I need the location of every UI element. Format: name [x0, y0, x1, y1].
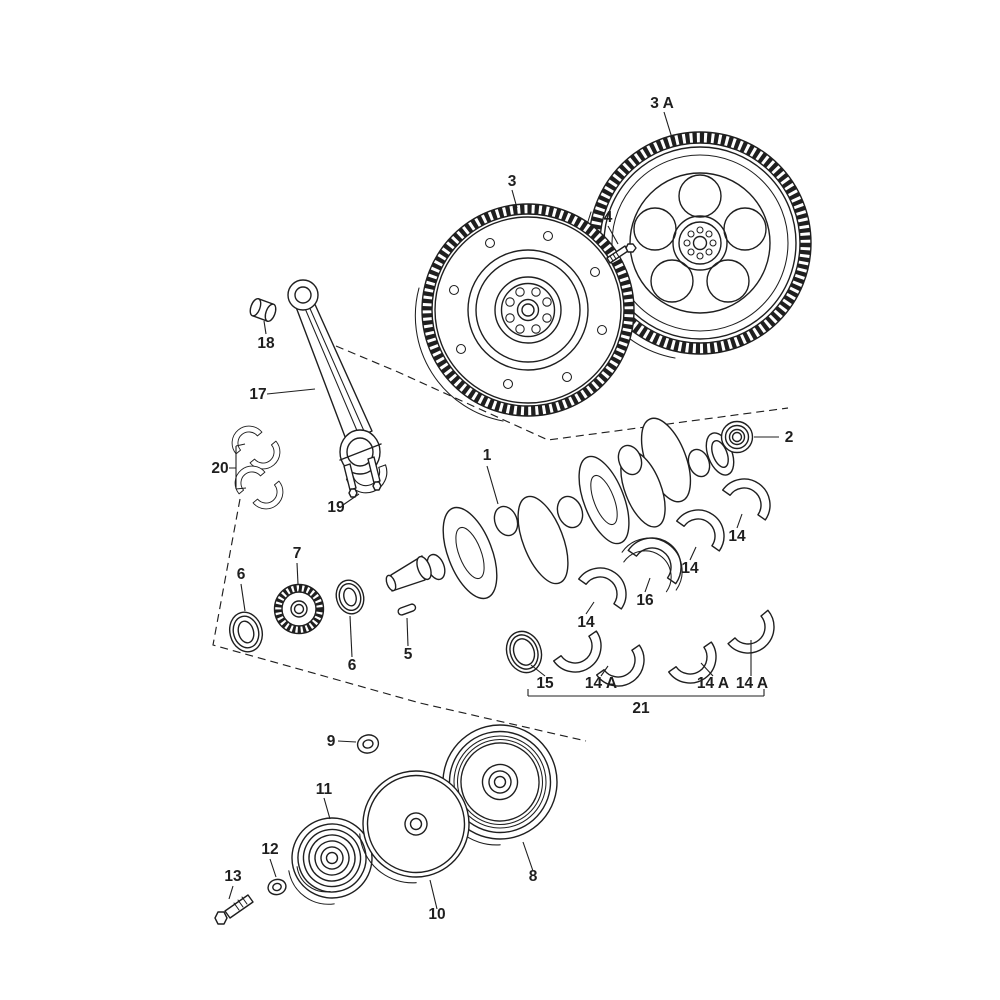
part-label-14-3: 14	[577, 614, 595, 631]
rod-bushing-drawing	[249, 297, 277, 323]
washer-12-drawing	[267, 878, 287, 896]
thrust-bearing-shell-drawing	[621, 537, 683, 593]
part-label-18: 18	[257, 335, 275, 352]
part-label-3a: 3 A	[650, 95, 674, 112]
connecting-rod-drawing	[287, 279, 394, 500]
part-label-6-1: 6	[237, 566, 246, 583]
part-label-19: 19	[327, 499, 345, 516]
seal-ring-left-drawing	[229, 611, 263, 653]
part-labels: 3 A 3 4 18 17 20 19 1 2 14 14 16 14 6 7 …	[211, 95, 793, 923]
part-label-14a-3: 14 A	[736, 675, 768, 692]
part-label-5: 5	[404, 646, 413, 663]
part-label-21: 21	[632, 700, 650, 717]
seal-ring-right-drawing	[335, 579, 365, 615]
pulley-disc-drawing	[359, 770, 470, 884]
vibration-damper-drawing	[288, 817, 373, 905]
pilot-bearing-drawing	[720, 420, 754, 454]
flywheel-drawing	[414, 203, 635, 422]
part-label-16: 16	[636, 592, 654, 609]
part-label-12: 12	[261, 841, 278, 858]
part-label-8: 8	[529, 868, 538, 885]
part-label-14a-2: 14 A	[697, 675, 729, 692]
rod-bolt	[343, 463, 357, 491]
part-label-14-1: 14	[728, 528, 746, 545]
part-label-6-2: 6	[348, 657, 357, 674]
crankshaft-drawing	[385, 417, 735, 600]
part-label-14a-1: 14 A	[585, 675, 617, 692]
washer-9-drawing	[356, 734, 380, 754]
bracket-21	[527, 689, 765, 697]
part-label-15: 15	[536, 675, 554, 692]
part-label-10: 10	[428, 906, 445, 923]
woodruff-key-drawing	[397, 603, 417, 616]
pulley-bolt-drawing	[214, 894, 254, 925]
part-label-17: 17	[249, 386, 266, 403]
part-label-1: 1	[483, 447, 492, 464]
leader-lines	[228, 111, 779, 910]
part-label-13: 13	[224, 868, 242, 885]
main-bearing-shells-upper-drawing	[578, 468, 781, 610]
part-label-14-2: 14	[681, 560, 699, 577]
part-label-9: 9	[327, 733, 336, 750]
part-label-4: 4	[604, 209, 613, 226]
radial-seal-drawing	[505, 630, 543, 674]
crank-gear-drawing	[273, 583, 325, 635]
part-label-20: 20	[211, 460, 228, 477]
part-label-7: 7	[293, 545, 302, 562]
part-label-11: 11	[316, 781, 333, 798]
part-label-2: 2	[785, 429, 794, 446]
assembly-plane-lines	[212, 345, 789, 742]
bracket-20	[229, 443, 247, 490]
rod-bolt	[367, 456, 381, 484]
flywheel-bolt-drawing	[606, 243, 637, 264]
part-label-3: 3	[508, 173, 517, 190]
rod-nut	[372, 481, 382, 491]
